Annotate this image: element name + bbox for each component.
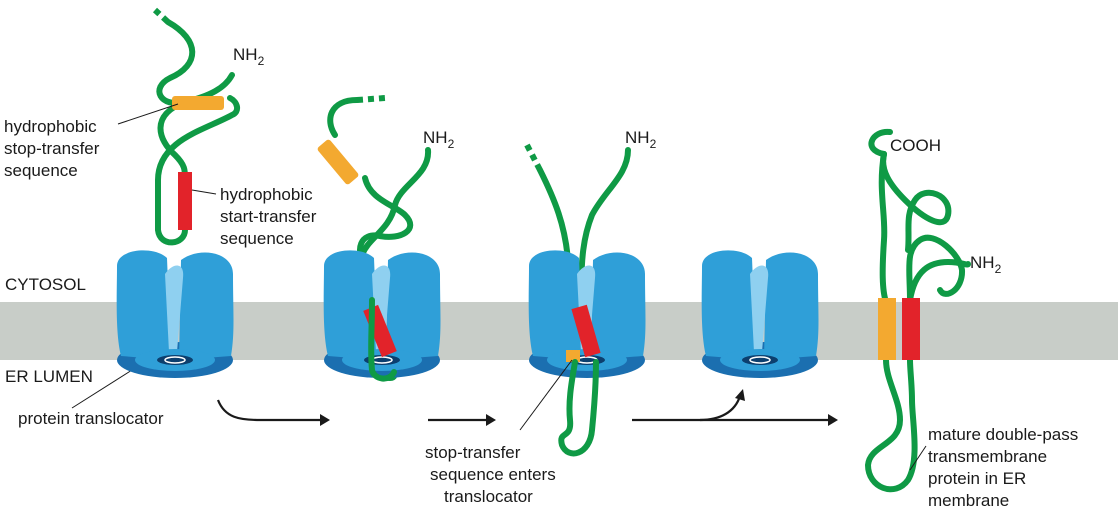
mature-start-transfer-segment [902, 298, 920, 360]
panel-3-stop-transfer-in-pore [558, 304, 601, 457]
hydrophobic-start-transfer-label: hydrophobic start-transfer sequence [220, 185, 321, 248]
panel-5-mature-protein [865, 128, 971, 493]
cooh-label: COOH [890, 136, 941, 155]
stop-transfer-enters-leader-line [519, 359, 573, 431]
panel-1-free-chain [152, 7, 240, 246]
translocator-2 [322, 249, 442, 379]
nh2-label-3: NH2 [625, 128, 657, 151]
translocator-4-empty [700, 249, 820, 379]
step-arrow-1 [216, 399, 330, 426]
panel-2-start-transfer-in-pore [363, 297, 397, 382]
hydrophobic-stop-transfer-label: hydrophobic stop-transfer sequence [4, 117, 104, 180]
step-arrow-2 [428, 414, 496, 426]
mature-protein-label: mature double-pass transmembrane protein… [928, 425, 1083, 510]
translocator-1 [115, 249, 235, 379]
start-transfer-leader-line [191, 189, 217, 195]
step-arrow-3 [632, 389, 838, 426]
nh2-label-1: NH2 [233, 45, 265, 68]
nh2-label-5: NH2 [970, 253, 1002, 276]
protein-translocator-label: protein translocator [18, 409, 164, 428]
stop-transfer-segment [172, 96, 224, 110]
start-transfer-segment [178, 172, 192, 230]
mature-protein-leader-line [909, 445, 927, 471]
translocator-leader-line [71, 364, 141, 409]
nh2-label-2: NH2 [423, 128, 455, 151]
stop-transfer-segment-2 [317, 139, 359, 185]
stop-transfer-leader-line [117, 103, 179, 125]
stop-transfer-enters-label: stop-transfer sequence enters translocat… [425, 443, 560, 506]
mature-stop-transfer-segment [878, 298, 896, 360]
er-lumen-label: ER LUMEN [5, 367, 93, 386]
cytosol-label: CYTOSOL [5, 275, 86, 294]
